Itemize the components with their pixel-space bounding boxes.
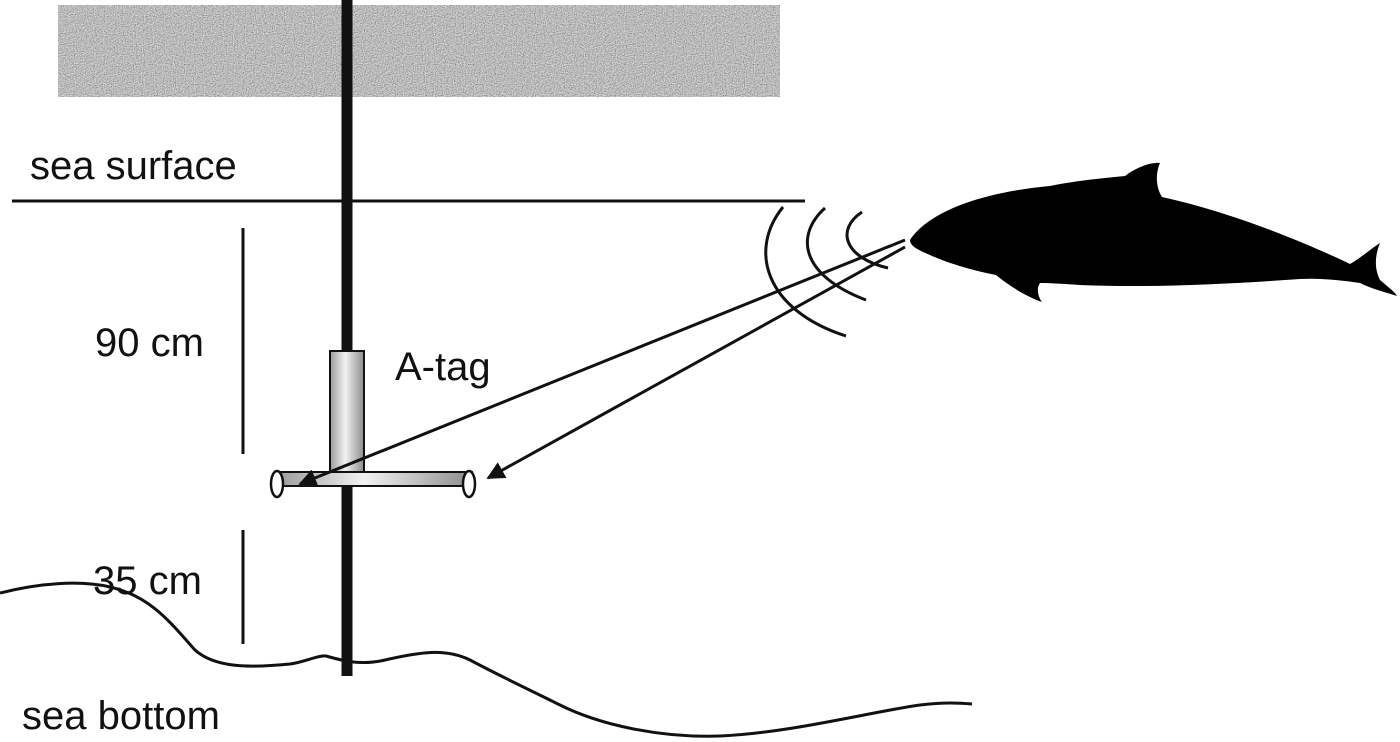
- hydrophone-right: [461, 469, 477, 499]
- a-tag-label: A-tag: [395, 345, 491, 389]
- depth-label-lower: 35 cm: [93, 559, 202, 603]
- sea-bottom-label: sea bottom: [22, 694, 220, 738]
- sea-surface-label: sea surface: [30, 144, 237, 188]
- depth-label-upper: 90 cm: [95, 321, 204, 365]
- platform-texture: [58, 5, 780, 97]
- acoustic-path-to-left-hydrophone: [298, 238, 906, 487]
- hydrophone-left: [269, 469, 285, 499]
- acoustic-path-to-right-hydrophone: [486, 245, 906, 480]
- porpoise-silhouette: [910, 162, 1397, 302]
- a-tag-cylinder: [329, 350, 365, 473]
- sea-bottom-line: [0, 581, 973, 738]
- hydrophone-bar: [275, 471, 473, 487]
